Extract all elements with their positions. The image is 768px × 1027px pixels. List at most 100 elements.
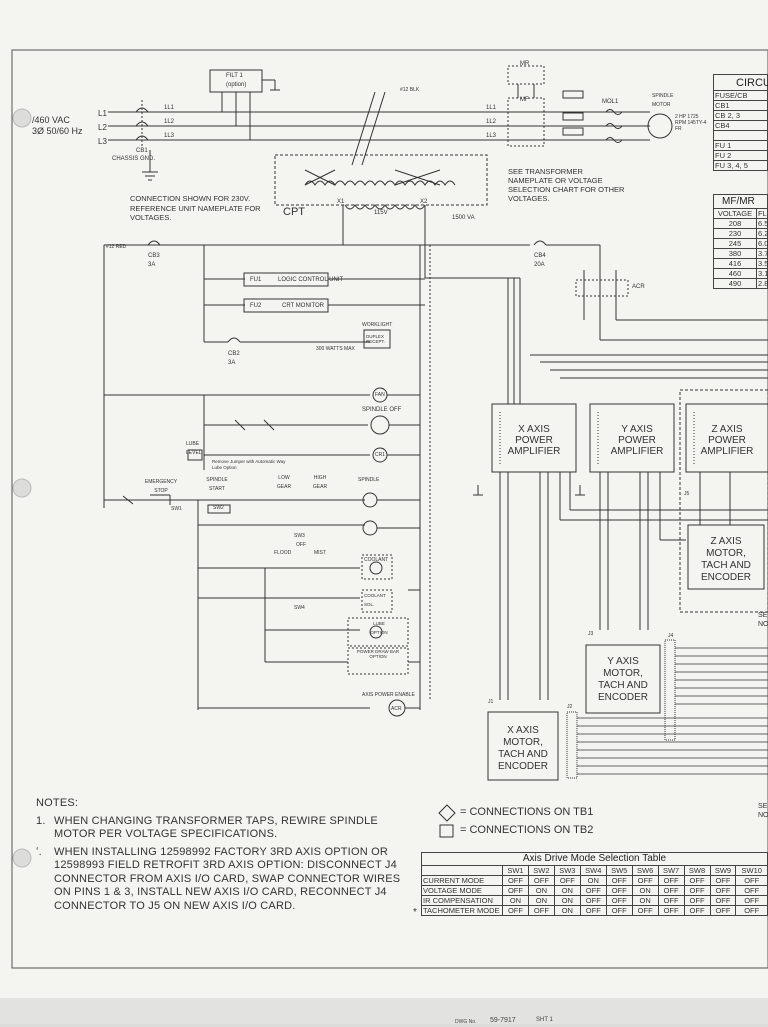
circuit-table-title: CIRCU (713, 74, 768, 90)
crt-monitor-label: CRT MONITOR (282, 303, 325, 309)
cb2-label: CB2 3A (228, 351, 240, 366)
mfmr-r1-v: 230 (713, 228, 757, 239)
y-motor-l1: Y AXIS (607, 656, 639, 667)
edge-label-no1: NO (758, 621, 768, 628)
drive-cell: OFF (683, 905, 711, 916)
filter-option-label: (option) (226, 82, 247, 88)
drive-cell: ON (502, 895, 529, 906)
x-motor-l3: TACH AND (498, 749, 548, 760)
x-amp-l3: AMPLIFIER (507, 446, 561, 457)
drive-h3: SW3 (553, 865, 581, 876)
low-gear-label: LOW GEAR (276, 475, 292, 490)
drive-table-star: * (413, 907, 417, 918)
mfmr-r6-v: 490 (713, 278, 757, 289)
terminal-1l3: 1L3 (164, 133, 175, 139)
drive-cell: OFF (735, 875, 768, 886)
drive-cell: OFF (502, 905, 529, 916)
drive-cell: OFF (735, 895, 768, 906)
j5-label: J5 (684, 491, 690, 497)
motor-spec-label: 2 HP 1725 RPM 145TY-4 FR (675, 114, 707, 132)
mfmr-r0-f: 6.5 (756, 218, 768, 229)
drive-cell: OFF (709, 885, 737, 896)
note-1: WHEN CHANGING TRANSFORMER TAPS, REWIRE S… (54, 814, 378, 841)
drive-cell: ON (553, 905, 581, 916)
red-wire-label: #12 RED (106, 244, 127, 250)
lube-option-label: LUBE OPTION (370, 621, 388, 635)
x1-label: X1 (337, 199, 345, 205)
drive-h1: SW1 (502, 865, 529, 876)
drive-cell: ON (553, 895, 581, 906)
z-amp-l2: POWER (708, 435, 746, 446)
cb4-label: CB4 20A (534, 253, 546, 268)
drive-mode-table: Axis Drive Mode Selection Table SW1 SW2 … (421, 852, 768, 916)
j1-label: J1 (488, 699, 494, 705)
fu1-label: FU1 (250, 277, 262, 283)
note-2: WHEN INSTALLING 12598992 FACTORY 3RD AXI… (54, 845, 401, 912)
duplex-label: DUPLEX RECEPT. (366, 334, 386, 344)
drive-cell: OFF (579, 895, 607, 906)
mfmr-r1-f: 6.2 (756, 228, 768, 239)
drive-h0 (421, 865, 503, 876)
drive-cell: OFF (502, 875, 529, 886)
drive-cell: OFF (579, 905, 607, 916)
terminal-1l1: 1L1 (164, 105, 175, 111)
mfmr-r0-v: 208 (713, 218, 757, 229)
sw1-label: SW1 (171, 506, 182, 512)
dwg-number: 59-7917 (490, 1017, 516, 1024)
drive-table-header-row: SW1 SW2 SW3 SW4 SW5 SW6 SW7 SW8 SW9 SW10 (421, 865, 768, 876)
drive-cell: OFF (605, 885, 633, 896)
acr-label: ACR (632, 284, 645, 290)
drive-cell: ON (527, 895, 555, 906)
mfmr-h0: VOLTAGE (713, 208, 757, 219)
terminal-1l2-right: 1L2 (486, 119, 497, 125)
circuit-row-0: CB1 (713, 100, 768, 111)
drive-cell: ON (579, 875, 607, 886)
circuit-row-1: CB 2, 3 (713, 110, 768, 121)
scan-bottom-strip (0, 998, 768, 1024)
drive-h5: SW5 (605, 865, 633, 876)
y-motor-l3: TACH AND (598, 680, 648, 691)
drive-cell: OFF (527, 905, 555, 916)
drive-cell: OFF (683, 875, 711, 886)
y-motor-l4: ENCODER (597, 692, 648, 703)
fu2-label: FU2 (250, 303, 262, 309)
power-input-phase: 3Ø 50/60 Hz (32, 126, 83, 136)
filter-label: FILT 1 (226, 73, 243, 79)
wire-ref-label: #12 BLK (400, 87, 420, 93)
edge-label-se2: SE (758, 803, 768, 810)
x2-label: X2 (420, 199, 428, 205)
circuit-row-2: CB4 (713, 120, 768, 131)
cpt-voltage: 115V (374, 210, 388, 216)
legend-tb2: = CONNECTIONS ON TB2 (460, 824, 594, 836)
drive-cell: OFF (631, 905, 659, 916)
j4-label: J4 (668, 633, 674, 639)
transformer-note: SEE TRANSFORMER NAMEPLATE OR VOLTAGE SEL… (508, 167, 625, 203)
x-motor-l1: X AXIS (507, 725, 539, 736)
z-amp-name: Z AXIS (711, 424, 743, 435)
cpt-rating: 1500 VA (452, 215, 475, 221)
z-motor-label: Z AXIS MOTOR, TACH AND ENCODER (688, 536, 764, 584)
edge-label-se1: SE (758, 612, 768, 619)
watts-label: 300 WATTS MAX (316, 346, 355, 352)
mfmr-h1: FL (756, 208, 768, 219)
sw4-label: SW4 (294, 605, 305, 611)
drive-cell: OFF (579, 885, 607, 896)
drive-cell: OFF (605, 875, 633, 886)
drive-cell: OFF (502, 885, 529, 896)
y-motor-l2: MOTOR, (603, 668, 643, 679)
spindle-start-label: SPINDLE START (206, 477, 228, 492)
circuit-row-3 (713, 130, 768, 141)
drive-cell: ON (553, 885, 581, 896)
y-amp-name: Y AXIS (621, 424, 653, 435)
line-l3: L3 (98, 137, 107, 146)
axis-enable-label: AXIS POWER ENABLE (362, 692, 415, 698)
emergency-stop-label: EMERGENCY STOP (144, 479, 178, 494)
drive-cell: OFF (683, 895, 711, 906)
terminal-1l1-right: 1L1 (486, 105, 497, 111)
sw3-off-label: OFF (296, 542, 306, 548)
sw2-label: SW2 (213, 505, 224, 511)
z-amp-l3: AMPLIFIER (700, 446, 754, 457)
mfmr-r4-f: 3.5 (756, 258, 768, 269)
